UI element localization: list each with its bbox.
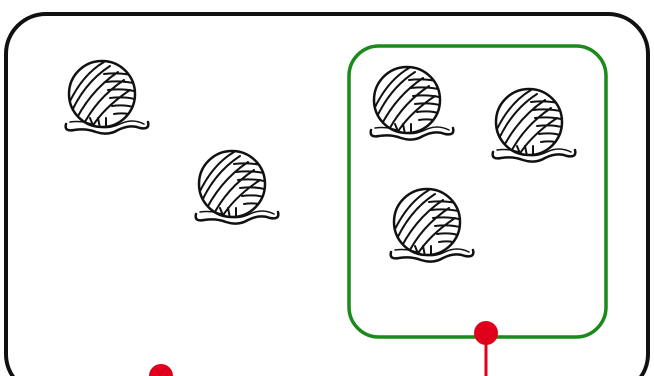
yarn-ball-icon — [190, 148, 282, 228]
outer-marker-dot — [149, 364, 173, 376]
yarn-ball-icon — [487, 86, 579, 166]
yarn-ball-icon — [60, 58, 152, 138]
group-marker-dot — [474, 321, 498, 345]
yarn-ball-icon — [385, 186, 477, 266]
yarn-ball-icon — [365, 64, 457, 144]
outer-box — [4, 12, 650, 376]
